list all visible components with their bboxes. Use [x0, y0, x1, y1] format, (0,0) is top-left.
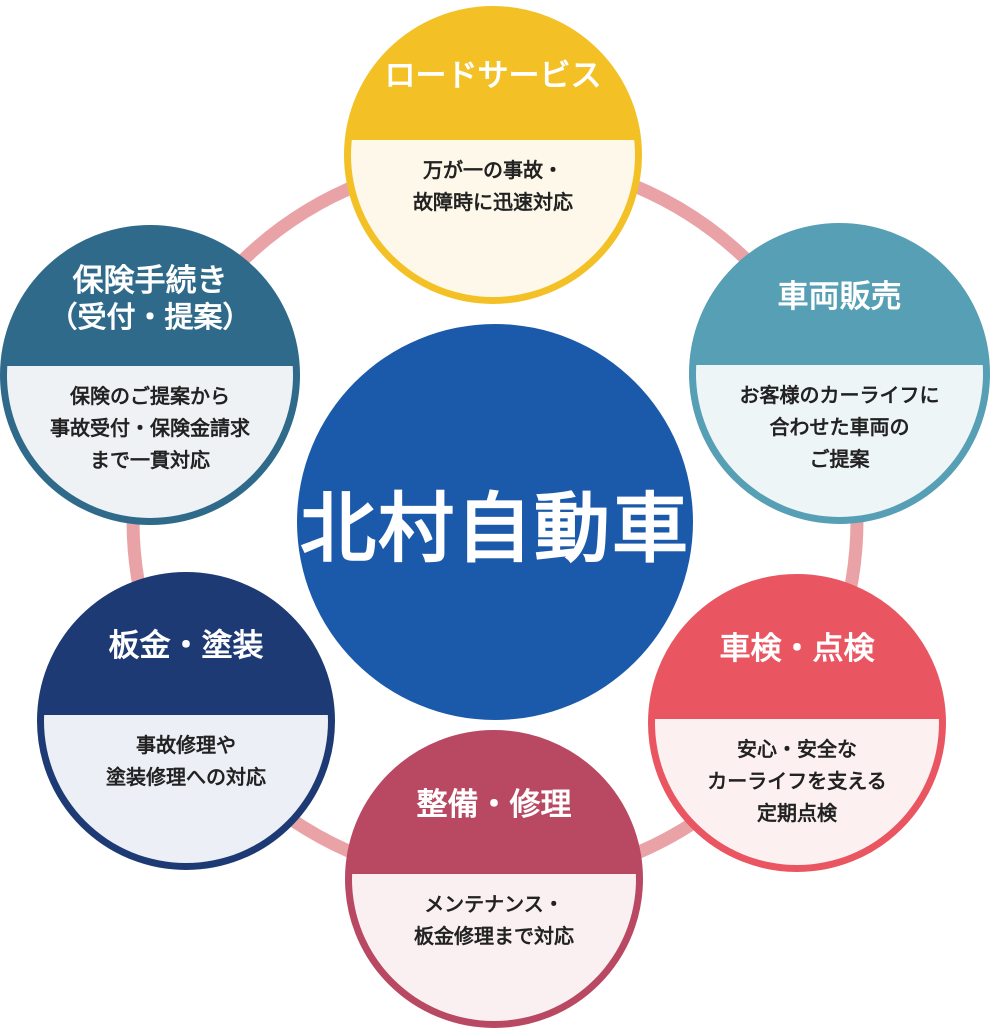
service-road-header: ロードサービス	[351, 13, 635, 140]
service-maintenance: 整備・修理 メンテナンス・ 板金修理まで対応	[345, 730, 643, 1028]
service-inspection-title: 車検・点検	[719, 631, 875, 668]
service-insurance-desc-line: 保険のご提案から	[70, 384, 230, 408]
service-sales-desc-line: ご提案	[809, 447, 870, 471]
company-name: 北村自動車	[300, 484, 690, 573]
service-maintenance-body: メンテナンス・ 板金修理まで対応	[352, 874, 636, 1021]
service-inspection-header: 車検・点検	[655, 581, 939, 719]
service-insurance-desc-line: まで一貫対応	[90, 448, 210, 472]
service-road-desc-line: 故障時に迅速対応	[413, 190, 573, 214]
service-sales: 車両販売 お客様のカーライフに 合わせた車両の ご提案	[689, 223, 990, 524]
service-insurance-header: 保険手続き （受付・提案）	[7, 232, 293, 366]
service-road: ロードサービス 万が一の事故・ 故障時に迅速対応	[344, 6, 642, 304]
service-inspection-desc-line: 定期点検	[757, 801, 837, 825]
service-insurance-title: 保険手続き	[72, 263, 228, 299]
service-road-title: ロードサービス	[384, 57, 602, 94]
service-bodywork-desc-line: 塗装修理への対応	[106, 765, 266, 789]
service-bodywork-title: 板金・塗装	[108, 628, 264, 665]
service-insurance-subtitle: （受付・提案）	[48, 300, 252, 335]
service-insurance-desc-line: 事故受付・保険金請求	[50, 416, 250, 440]
service-inspection: 車検・点検 安心・安全な カーライフを支える 定期点検	[648, 574, 946, 872]
service-bodywork-desc-line: 事故修理や	[136, 733, 236, 757]
service-inspection-desc-line: 安心・安全な	[737, 737, 857, 761]
service-sales-header: 車両販売	[696, 230, 983, 365]
service-maintenance-header: 整備・修理	[352, 737, 636, 874]
service-maintenance-desc-line: 板金修理まで対応	[414, 924, 574, 948]
center-company-circle: 北村自動車	[297, 324, 693, 720]
service-inspection-desc-line: カーライフを支える	[707, 769, 887, 793]
service-bodywork: 板金・塗装 事故修理や 塗装修理への対応	[37, 572, 335, 870]
service-maintenance-title: 整備・修理	[416, 786, 572, 823]
service-bodywork-header: 板金・塗装	[44, 579, 328, 715]
service-inspection-body: 安心・安全な カーライフを支える 定期点検	[655, 719, 939, 865]
service-sales-desc-line: 合わせた車両の	[769, 415, 910, 439]
service-sales-desc-line: お客様のカーライフに	[739, 383, 940, 407]
service-maintenance-desc-line: メンテナンス・	[424, 892, 564, 916]
service-sales-body: お客様のカーライフに 合わせた車両の ご提案	[696, 365, 983, 517]
service-road-body: 万が一の事故・ 故障時に迅速対応	[351, 140, 635, 297]
service-insurance: 保険手続き （受付・提案） 保険のご提案から 事故受付・保険金請求 まで一貫対応	[0, 225, 300, 525]
service-road-desc-line: 万が一の事故・	[423, 158, 563, 182]
service-sales-title: 車両販売	[777, 278, 902, 315]
service-bodywork-body: 事故修理や 塗装修理への対応	[44, 715, 328, 863]
service-insurance-body: 保険のご提案から 事故受付・保険金請求 まで一貫対応	[7, 366, 293, 518]
